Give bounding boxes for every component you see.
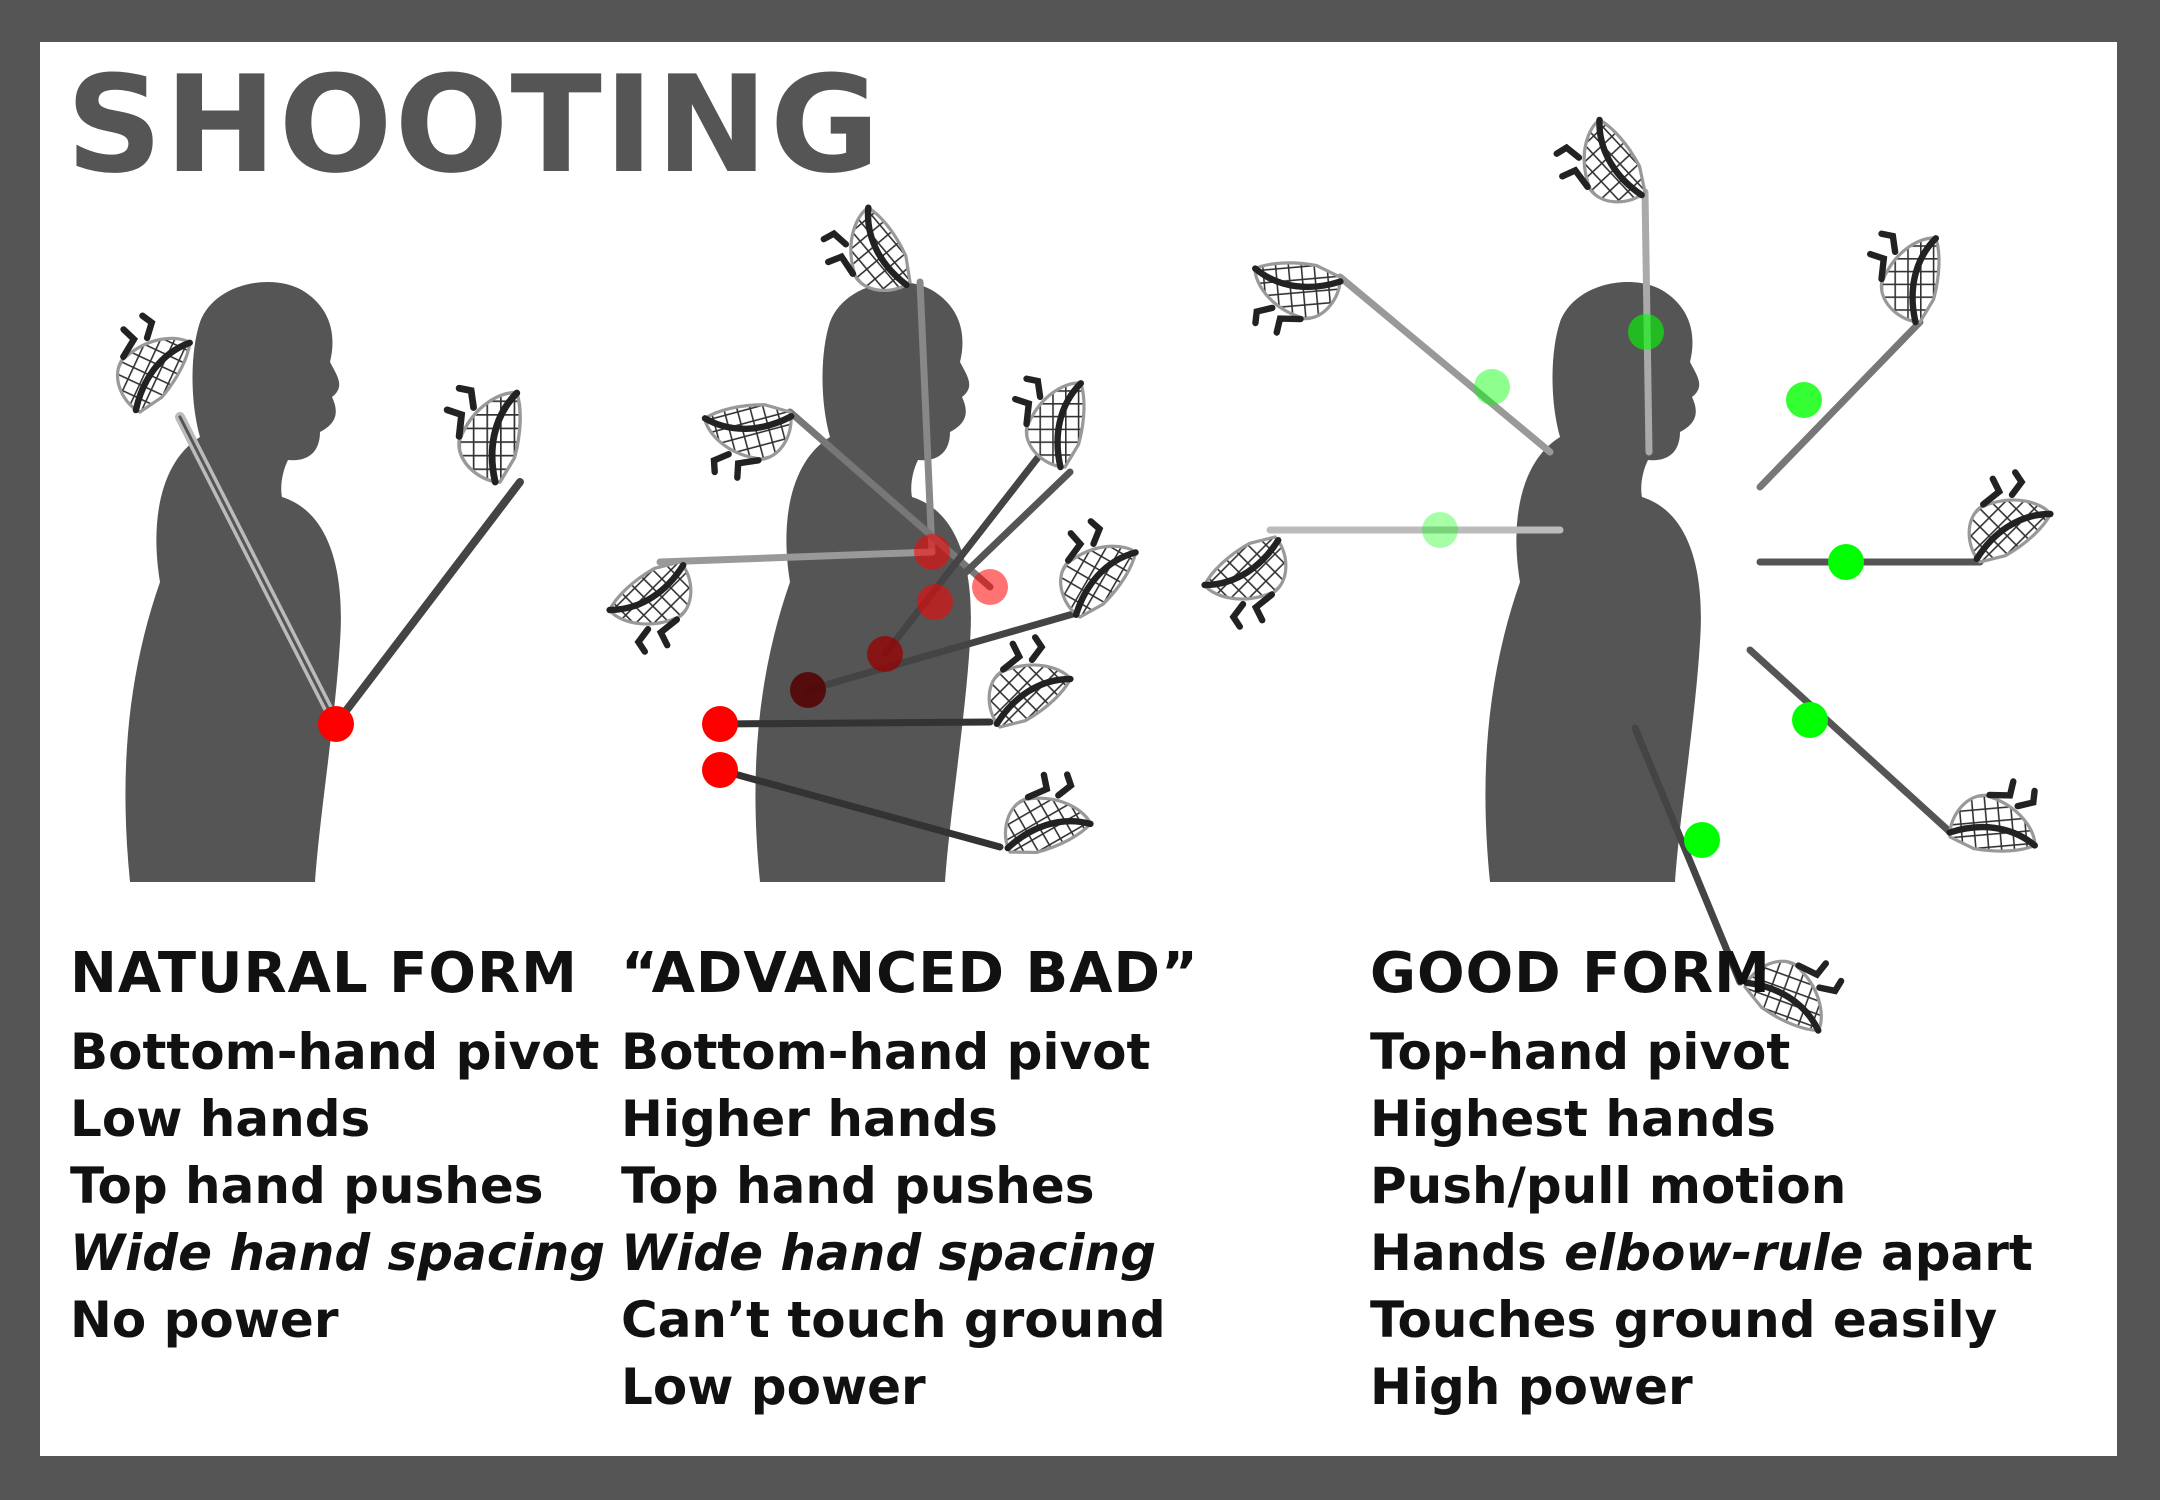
good-form-column: GOOD FORM Top-hand pivot Highest hands P… [1370,940,2033,1421]
advanced-line: Higher hands [621,1090,998,1149]
advanced-hand-dots [702,534,1008,788]
natural-sticks [99,304,553,729]
natural-form-column: NATURAL FORM Bottom-hand pivot Low hands… [70,940,605,1354]
advanced-bad-heading: “ADVANCED BAD” [621,941,1199,1006]
poster-panel: SHOOTING [40,42,2117,1456]
advanced-line: Low power [621,1358,926,1417]
advanced-line: Bottom-hand pivot [621,1023,1151,1082]
good-form-heading: GOOD FORM [1370,941,1771,1006]
good-line: Hands elbow-rule apart [1370,1220,2033,1287]
natural-line: Bottom-hand pivot [70,1023,600,1082]
good-line: High power [1370,1358,1693,1417]
good-line: Highest hands [1370,1090,1776,1149]
good-sticks [1205,119,2062,1051]
good-line-emphasis: elbow-rule [1564,1224,1864,1283]
advanced-sticks [610,204,1148,870]
natural-line: Low hands [70,1090,371,1149]
good-figure-silhouette [1485,282,1701,882]
advanced-line: Top hand pushes [621,1157,1095,1216]
good-line-part: apart [1863,1224,2033,1283]
good-hand-dots [1422,314,1864,858]
natural-line: Wide hand spacing [70,1224,605,1283]
shooting-form-diagram [40,42,2117,1456]
advanced-line: Can’t touch ground [621,1291,1166,1350]
natural-line: No power [70,1291,339,1350]
good-line: Top-hand pivot [1370,1023,1791,1082]
natural-line: Top hand pushes [70,1157,544,1216]
good-line-part: Hands [1370,1224,1565,1283]
natural-form-heading: NATURAL FORM [70,941,578,1006]
good-line: Touches ground easily [1370,1291,1998,1350]
good-line: Push/pull motion [1370,1157,1847,1216]
advanced-bad-column: “ADVANCED BAD” Bottom-hand pivot Higher … [621,940,1199,1421]
natural-hand-dot [318,706,354,742]
page-title: SHOOTING [66,47,882,203]
advanced-line: Wide hand spacing [621,1224,1156,1283]
